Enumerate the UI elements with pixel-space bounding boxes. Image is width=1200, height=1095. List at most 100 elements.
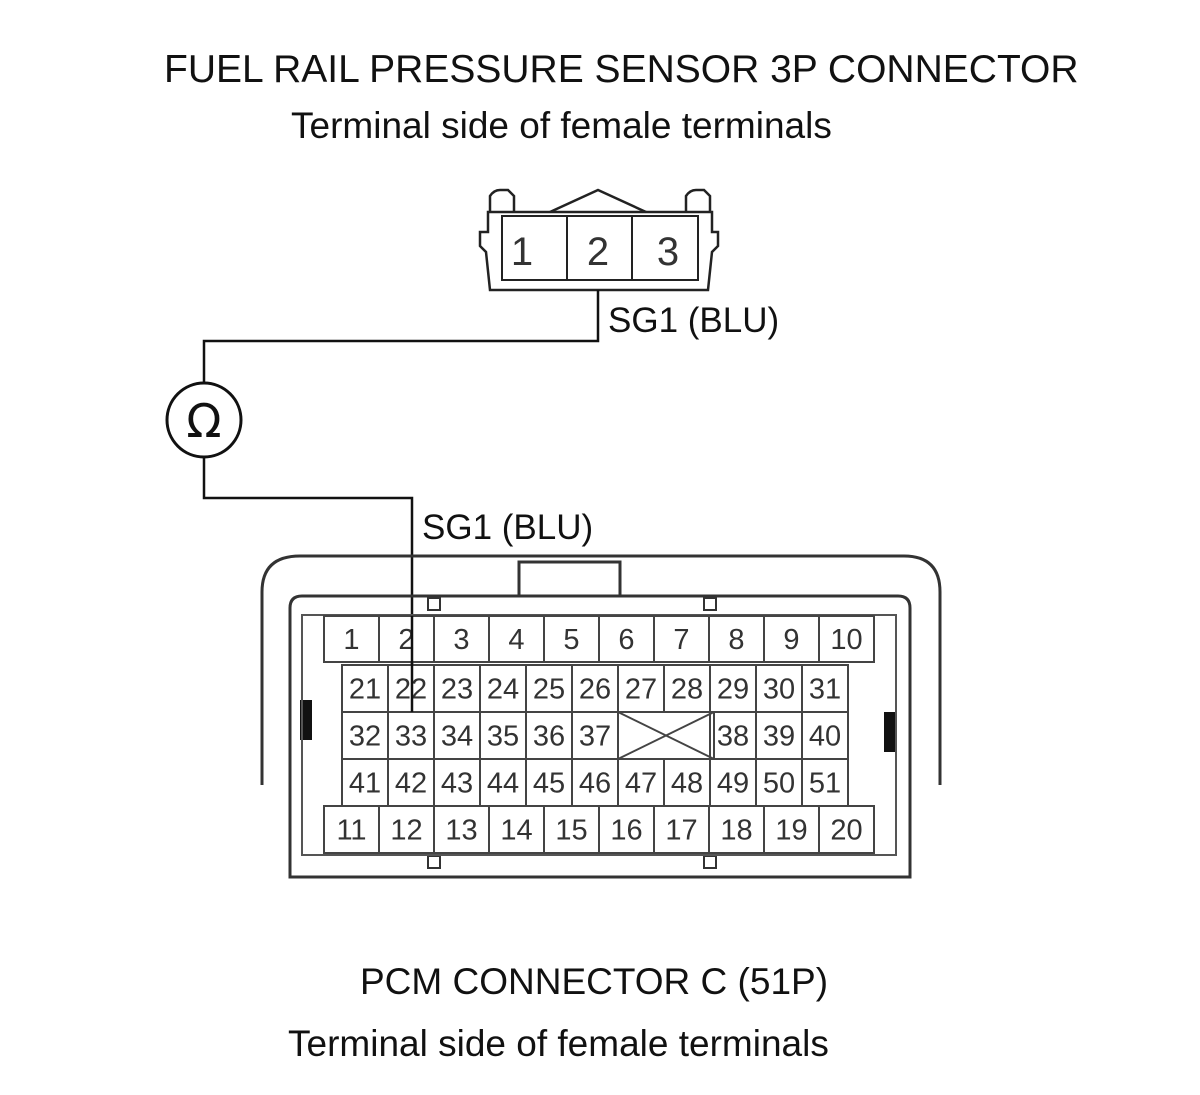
pcm-terminal: 7 [653,615,710,663]
ohmmeter-icon: Ω [165,381,243,459]
pcm-terminal-number: 43 [441,768,473,800]
pcm-terminal: 44 [479,758,527,807]
pcm-terminal-number: 46 [579,768,611,800]
sensor-3p-connector [478,188,720,292]
pcm-terminal: 23 [433,664,481,713]
pcm-terminal-number: 13 [445,815,477,847]
pcm-51p-connector [260,554,942,879]
pcm-terminal-number: 25 [533,674,565,706]
pcm-terminal: 49 [709,758,757,807]
pcm-terminal-number: 32 [349,721,381,753]
pcm-terminal: 16 [598,805,655,854]
pcm-terminal: 5 [543,615,600,663]
pcm-terminal-number: 10 [830,624,862,656]
pcm-terminal: 28 [663,664,711,713]
pcm-terminal: 14 [488,805,545,854]
sensor-pin-2: 2 [587,230,609,274]
pcm-connector-subtitle: Terminal side of female terminals [288,1023,829,1064]
pcm-terminal-number: 8 [728,624,744,656]
pcm-terminal-number: 42 [395,768,427,800]
pcm-terminal-number: 50 [763,768,795,800]
pcm-terminal: 10 [818,615,875,663]
pcm-terminal: 1 [323,615,380,663]
pcm-terminal-number: 39 [763,721,795,753]
pcm-terminal-number: 30 [763,674,795,706]
pcm-terminal: 2 [378,615,435,663]
pcm-terminal-number: 3 [453,624,469,656]
pcm-terminal: 45 [525,758,573,807]
pcm-terminal-number: 37 [579,721,611,753]
pcm-terminal: 15 [543,805,600,854]
pcm-terminal: 51 [801,758,849,807]
pcm-terminal-number: 18 [720,815,752,847]
sensor-connector-title: FUEL RAIL PRESSURE SENSOR 3P CONNECTOR [164,48,1079,91]
sensor-pin-1: 1 [511,230,533,274]
pcm-terminal: 17 [653,805,710,854]
pcm-terminal: 36 [525,711,573,760]
pcm-terminal-number: 11 [336,815,366,847]
pcm-terminal-number: 35 [487,721,519,753]
pcm-terminal-number: 33 [395,721,427,753]
pcm-terminal: 40 [801,711,849,760]
pcm-terminal-number: 36 [533,721,565,753]
pcm-terminal: 37 [571,711,619,760]
pcm-terminal: 41 [341,758,389,807]
pcm-terminal: 42 [387,758,435,807]
pcm-terminal: 30 [755,664,803,713]
pcm-terminal-number: 19 [775,815,807,847]
pcm-terminal: 4 [488,615,545,663]
pcm-terminal-number: 29 [717,674,749,706]
pcm-terminal: 38 [709,711,757,760]
wire-sensor-to-meter [202,290,600,383]
pcm-terminal: 46 [571,758,619,807]
pcm-terminal-number: 16 [610,815,642,847]
pcm-terminal-number: 49 [717,768,749,800]
pcm-terminal: 6 [598,615,655,663]
pcm-terminal: 33 [387,711,435,760]
pcm-terminal: 8 [708,615,765,663]
pcm-terminal-number: 27 [625,674,657,706]
pcm-terminal: 20 [818,805,875,854]
pcm-terminal: 34 [433,711,481,760]
pcm-terminal-number: 26 [579,674,611,706]
pcm-terminal: 39 [755,711,803,760]
pcm-terminal: 21 [341,664,389,713]
pcm-terminal: 27 [617,664,665,713]
pcm-terminal: 31 [801,664,849,713]
pcm-terminal-number: 48 [671,768,703,800]
pcm-terminal-number: 24 [487,674,519,706]
pcm-terminal-number: 51 [809,768,841,800]
pcm-terminal-number: 40 [809,721,841,753]
pcm-terminal: 11 [323,805,380,854]
pcm-terminal-number: 41 [349,768,381,800]
pcm-terminal-number: 12 [390,815,422,847]
pcm-terminal-number: 38 [717,721,749,753]
pcm-terminal: 25 [525,664,573,713]
pcm-terminal: 47 [617,758,665,807]
ohm-symbol: Ω [186,394,221,448]
pcm-terminal-number: 6 [618,624,634,656]
pcm-terminal: 3 [433,615,490,663]
pcm-terminal: 50 [755,758,803,807]
pcm-terminal: 9 [763,615,820,663]
pcm-terminal-grid: 1234567891021222324252627282930313233343… [323,615,875,854]
pcm-terminal: 43 [433,758,481,807]
pcm-terminal-number: 7 [673,624,689,656]
pcm-terminal: 26 [571,664,619,713]
pcm-terminal: 35 [479,711,527,760]
pcm-terminal-number: 15 [555,815,587,847]
pcm-terminal: 18 [708,805,765,854]
pcm-terminal-number: 47 [625,768,657,800]
pcm-terminal-number: 14 [500,815,532,847]
pcm-terminal-number: 5 [563,624,579,656]
wire-label-pcm-side: SG1 (BLU) [422,508,593,547]
pcm-terminal-number: 4 [508,624,524,656]
pcm-terminal: 12 [378,805,435,854]
sensor-pin-3: 3 [657,230,679,274]
pcm-connector-title: PCM CONNECTOR C (51P) [360,961,828,1002]
wire-meter-to-pcm [202,457,414,712]
pcm-terminal: 24 [479,664,527,713]
pcm-terminal-number: 23 [441,674,473,706]
wire-label-sensor-side: SG1 (BLU) [608,301,779,340]
